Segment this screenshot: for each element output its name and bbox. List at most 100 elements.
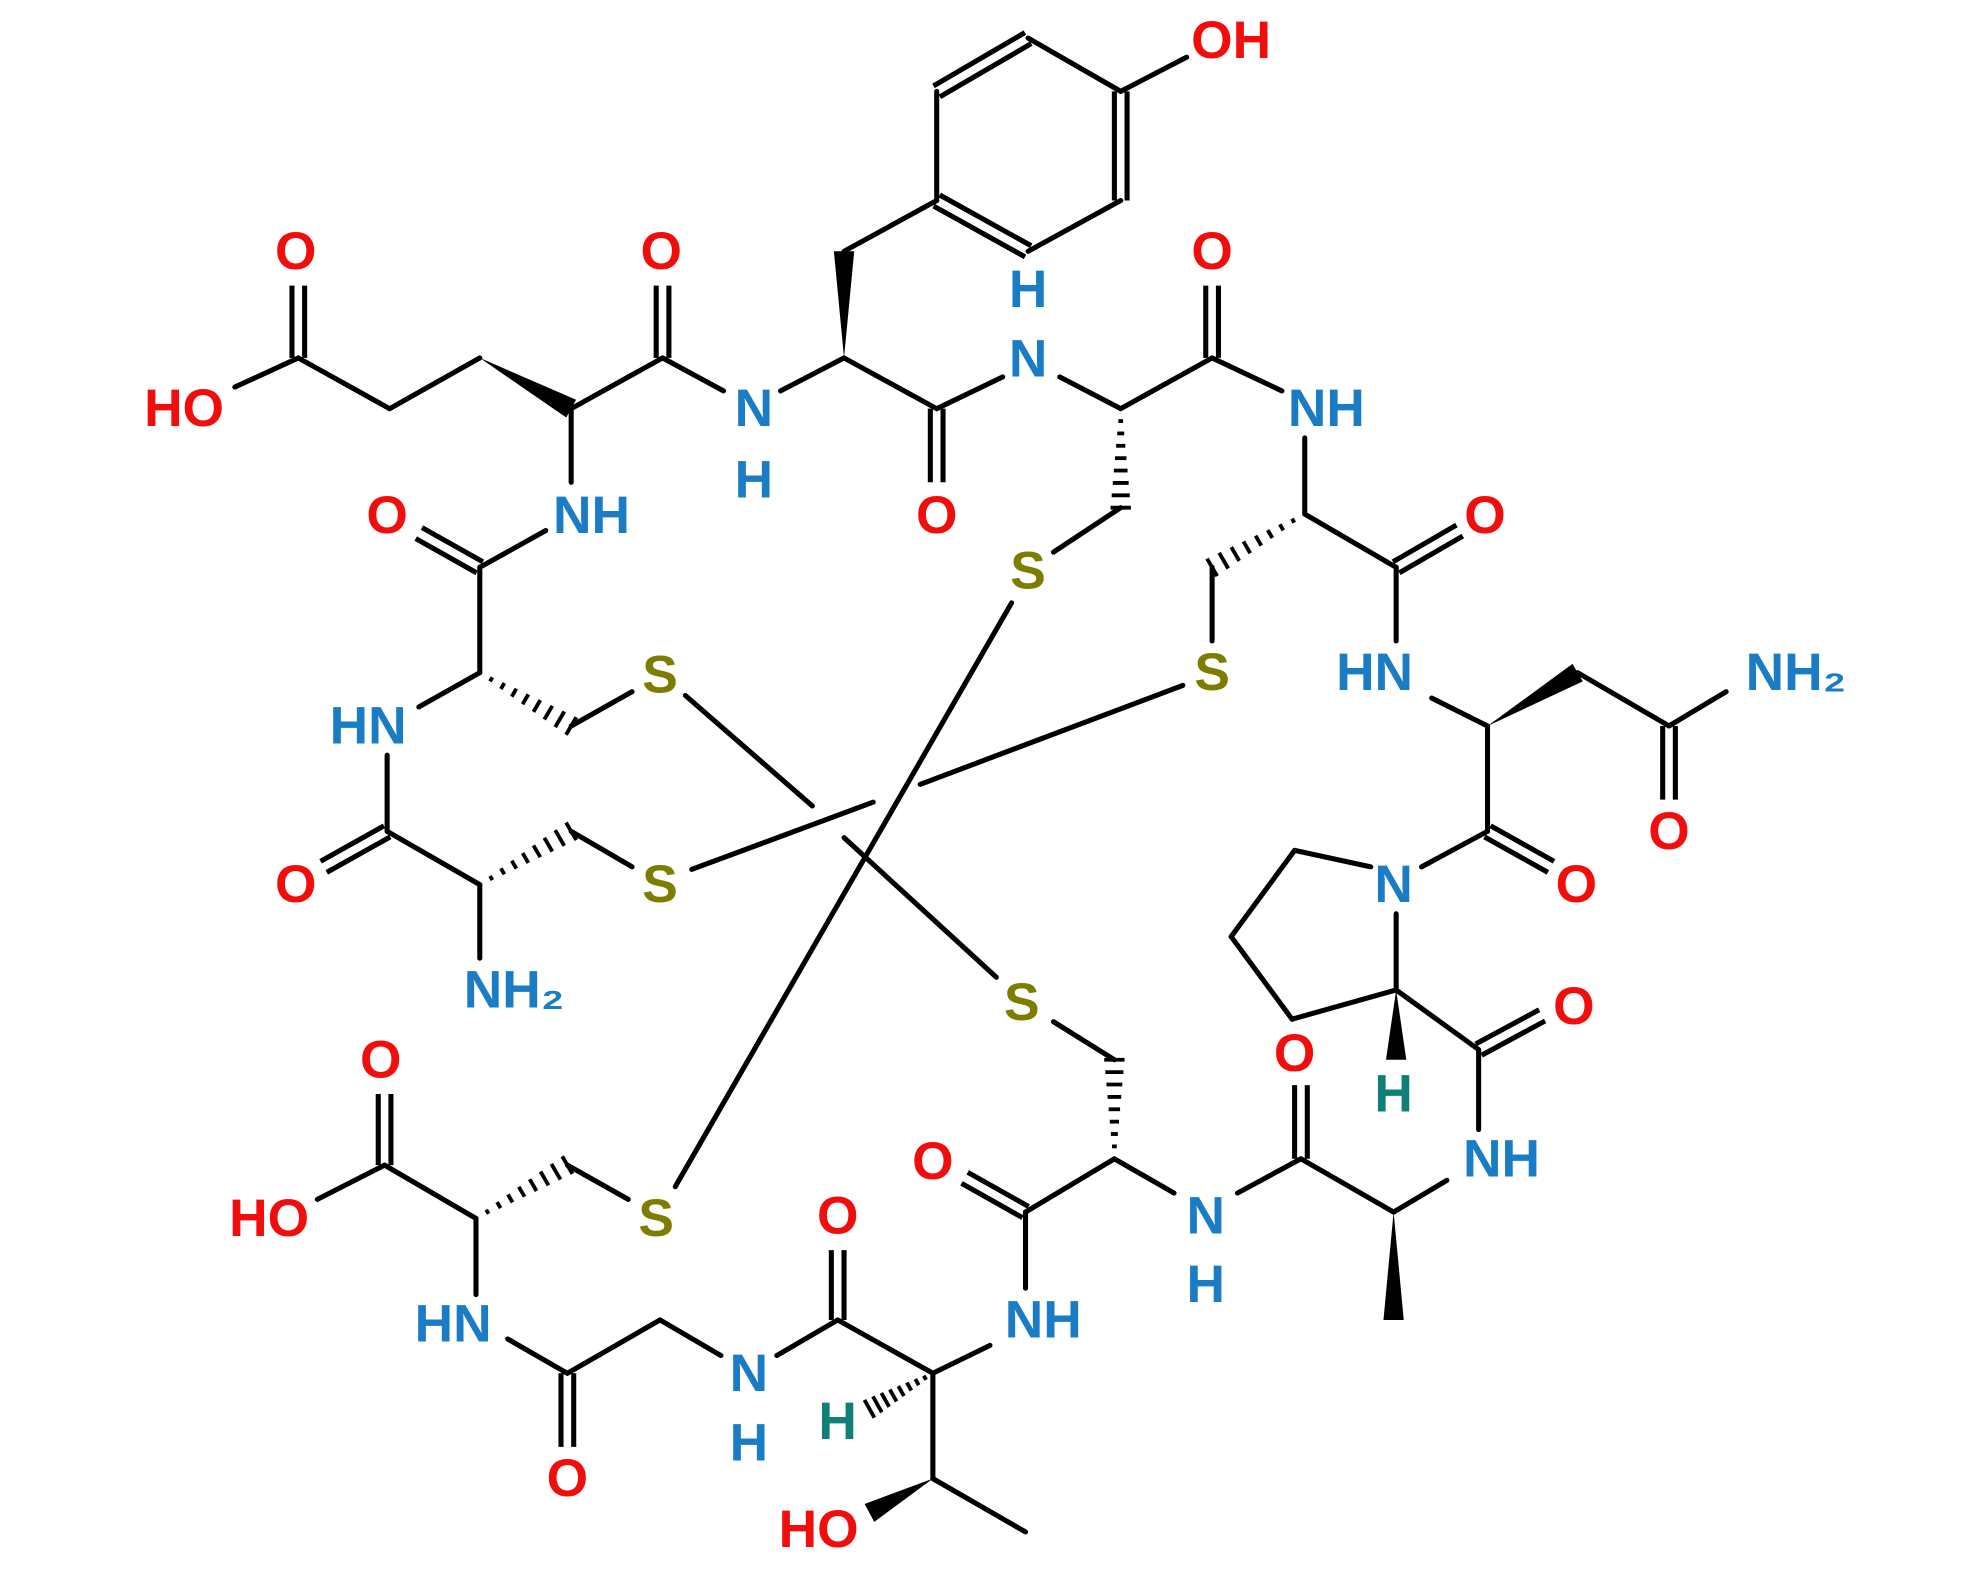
bond	[1666, 689, 1729, 729]
bond	[913, 1378, 921, 1387]
bond	[295, 355, 393, 412]
bond	[495, 1201, 503, 1210]
bond	[841, 197, 940, 254]
atom-label-n: N	[735, 379, 774, 438]
bond	[1487, 663, 1583, 726]
bond	[1253, 534, 1263, 547]
bond	[517, 1185, 527, 1198]
bond	[1118, 355, 1215, 412]
atom-label-o: O	[1648, 802, 1689, 861]
bond	[479, 357, 577, 418]
bond	[1290, 517, 1297, 524]
atom-label-o: O	[275, 222, 316, 281]
atom-label-o: O	[916, 486, 957, 545]
atom-label-n: H	[1009, 260, 1047, 319]
bond	[938, 41, 1033, 100]
bond	[531, 699, 542, 713]
bond	[938, 192, 1033, 248]
bond	[871, 1395, 884, 1414]
atom-label-h: H	[1374, 1065, 1413, 1124]
bond	[232, 355, 301, 390]
atom-label-n: NH	[1005, 1290, 1082, 1349]
bond	[1575, 670, 1672, 729]
atom-label-s: S	[642, 646, 678, 705]
bond	[774, 1317, 841, 1359]
bond	[905, 1381, 913, 1392]
bond	[660, 355, 727, 394]
bond	[564, 1162, 631, 1202]
bond	[966, 1170, 1030, 1209]
bond	[499, 867, 507, 876]
bond	[542, 836, 554, 853]
atom-label-o: O	[817, 1186, 858, 1245]
bond	[1398, 533, 1465, 576]
atom-label-n: N	[1009, 330, 1047, 389]
bond	[510, 859, 519, 870]
atom-label-n: N	[1374, 855, 1413, 914]
atom-label-n: NH	[553, 486, 630, 545]
atom-label-o: HO	[779, 1500, 859, 1559]
bond	[960, 1181, 1024, 1220]
bond	[1229, 546, 1241, 562]
atom-label-n: NH	[1463, 1129, 1540, 1188]
atom-label-n: NH₂	[464, 960, 565, 1019]
bonds-layer	[232, 30, 1729, 1535]
bond	[542, 704, 554, 721]
bond	[568, 828, 635, 870]
atom-label-s: S	[1004, 973, 1040, 1032]
bond	[1234, 1156, 1304, 1196]
bond	[1385, 989, 1407, 1060]
bond	[1302, 511, 1399, 570]
atom-label-n: NH₂	[1746, 643, 1847, 702]
atom-label-o: O	[275, 855, 316, 914]
bond	[1429, 695, 1491, 729]
bond	[1418, 828, 1491, 870]
bond	[420, 525, 485, 565]
bond	[1025, 35, 1124, 94]
bond	[553, 710, 566, 729]
atom-label-o: O	[547, 1449, 588, 1508]
bond	[319, 823, 386, 864]
bond	[922, 1374, 928, 1381]
bond	[384, 828, 483, 888]
bond	[477, 527, 549, 570]
bond	[932, 203, 1027, 260]
bond	[934, 374, 1006, 412]
bond	[488, 676, 495, 683]
bond	[1118, 54, 1190, 94]
bond	[568, 689, 635, 729]
bond	[1025, 197, 1124, 254]
bond	[1489, 823, 1556, 864]
bond	[1292, 847, 1374, 870]
atom-label-o: O	[1464, 486, 1505, 545]
bond	[1483, 834, 1550, 875]
bond	[672, 600, 1015, 1190]
bond	[488, 874, 495, 881]
bond	[387, 355, 483, 412]
atom-label-n: NH	[1288, 379, 1365, 438]
bond	[531, 844, 542, 859]
bond	[778, 355, 847, 394]
bond	[888, 1388, 899, 1403]
bond	[833, 251, 855, 358]
atom-label-n: H	[730, 1414, 768, 1473]
bond	[864, 1478, 933, 1522]
bond	[510, 687, 519, 698]
bond	[841, 835, 999, 980]
bond	[657, 1317, 724, 1359]
bond	[930, 1342, 993, 1376]
bond	[499, 682, 507, 690]
bond	[414, 536, 478, 576]
bond	[520, 693, 530, 706]
bond	[553, 829, 566, 847]
bond	[1383, 1212, 1404, 1320]
bond	[862, 1399, 877, 1419]
bond	[682, 692, 815, 809]
atom-label-o: O	[1553, 977, 1594, 1036]
atom-label-o: O	[360, 1030, 401, 1089]
bond	[1480, 1018, 1547, 1058]
bond	[1393, 987, 1482, 1053]
atom-label-n: HN	[1336, 643, 1413, 702]
